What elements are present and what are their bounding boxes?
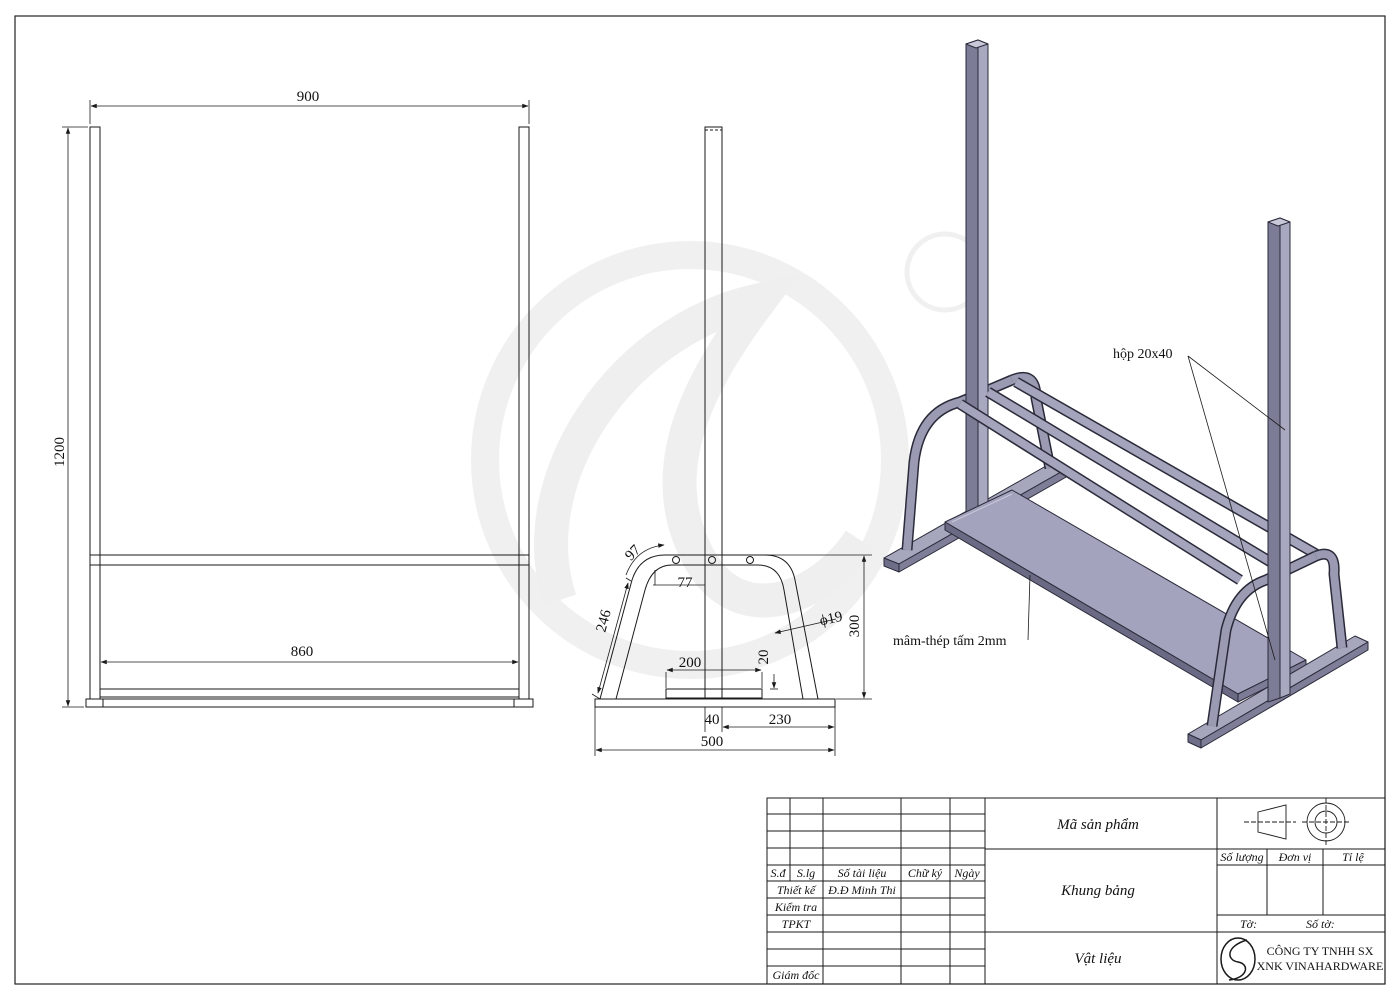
tb-designer-name: Đ.Đ Minh Thi [827,883,896,897]
front-view [85,126,534,708]
sheet-border [14,15,1386,985]
tb-product-code-label: Mã sản phẩm [1056,817,1139,833]
tb-header-sd: S.đ [771,866,787,880]
dim-246: 246 [593,608,614,634]
tb-scale-label: Tỉ lệ [1342,850,1364,864]
tb-role-director: Giám đốc [773,968,821,982]
isometric-view [883,39,1369,749]
tb-header-slg: S.lg [797,866,815,880]
watermark-logo [471,231,986,679]
tb-company-line1: CÔNG TY TNHH SX [1267,944,1374,958]
tb-sheet-label: Tờ: [1240,917,1257,931]
dim-phi19: ϕ19 [818,609,844,629]
dim-230: 230 [769,712,792,728]
tb-role-designer: Thiết kế [777,883,817,897]
label-box-profile: hộp 20x40 [1113,347,1173,362]
tb-header-signature: Chữ ký [908,866,943,880]
tb-role-tpkt: TPKT [782,917,812,931]
dim-1200: 1200 [52,437,68,467]
dim-40: 40 [705,712,720,728]
tb-product-name: Khung bảng [1060,883,1135,899]
side-view-dimensions [591,543,872,756]
tb-quantity-label: Số lượng [1220,850,1263,864]
dim-20: 20 [756,650,772,665]
label-tray-material: mâm-thép tấm 2mm [893,634,1007,649]
tb-material-label: Vật liệu [1074,951,1121,967]
dim-300: 300 [847,615,863,638]
tb-header-date: Ngày [953,866,980,880]
company-logo-icon [1220,937,1256,981]
tb-header-doc-no: Số tài liệu [838,866,887,880]
tb-role-checker: Kiểm tra [774,900,817,914]
front-view-dimensions [62,100,530,708]
tb-sheet-count-label: Số tờ: [1306,917,1335,931]
dim-500: 500 [701,734,724,750]
isometric-leaders [1027,355,1286,661]
dim-r97: 97 [622,542,644,564]
dim-900: 900 [297,89,320,105]
dim-860: 860 [291,644,314,660]
side-view [594,126,836,708]
projection-symbol-icon [1244,798,1350,846]
title-block [766,797,1386,985]
tb-company-line2: XNK VINAHARDWARE [1257,959,1384,973]
dim-77: 77 [678,575,694,591]
dim-200: 200 [679,655,702,671]
tb-unit-label: Đơn vị [1278,850,1312,864]
